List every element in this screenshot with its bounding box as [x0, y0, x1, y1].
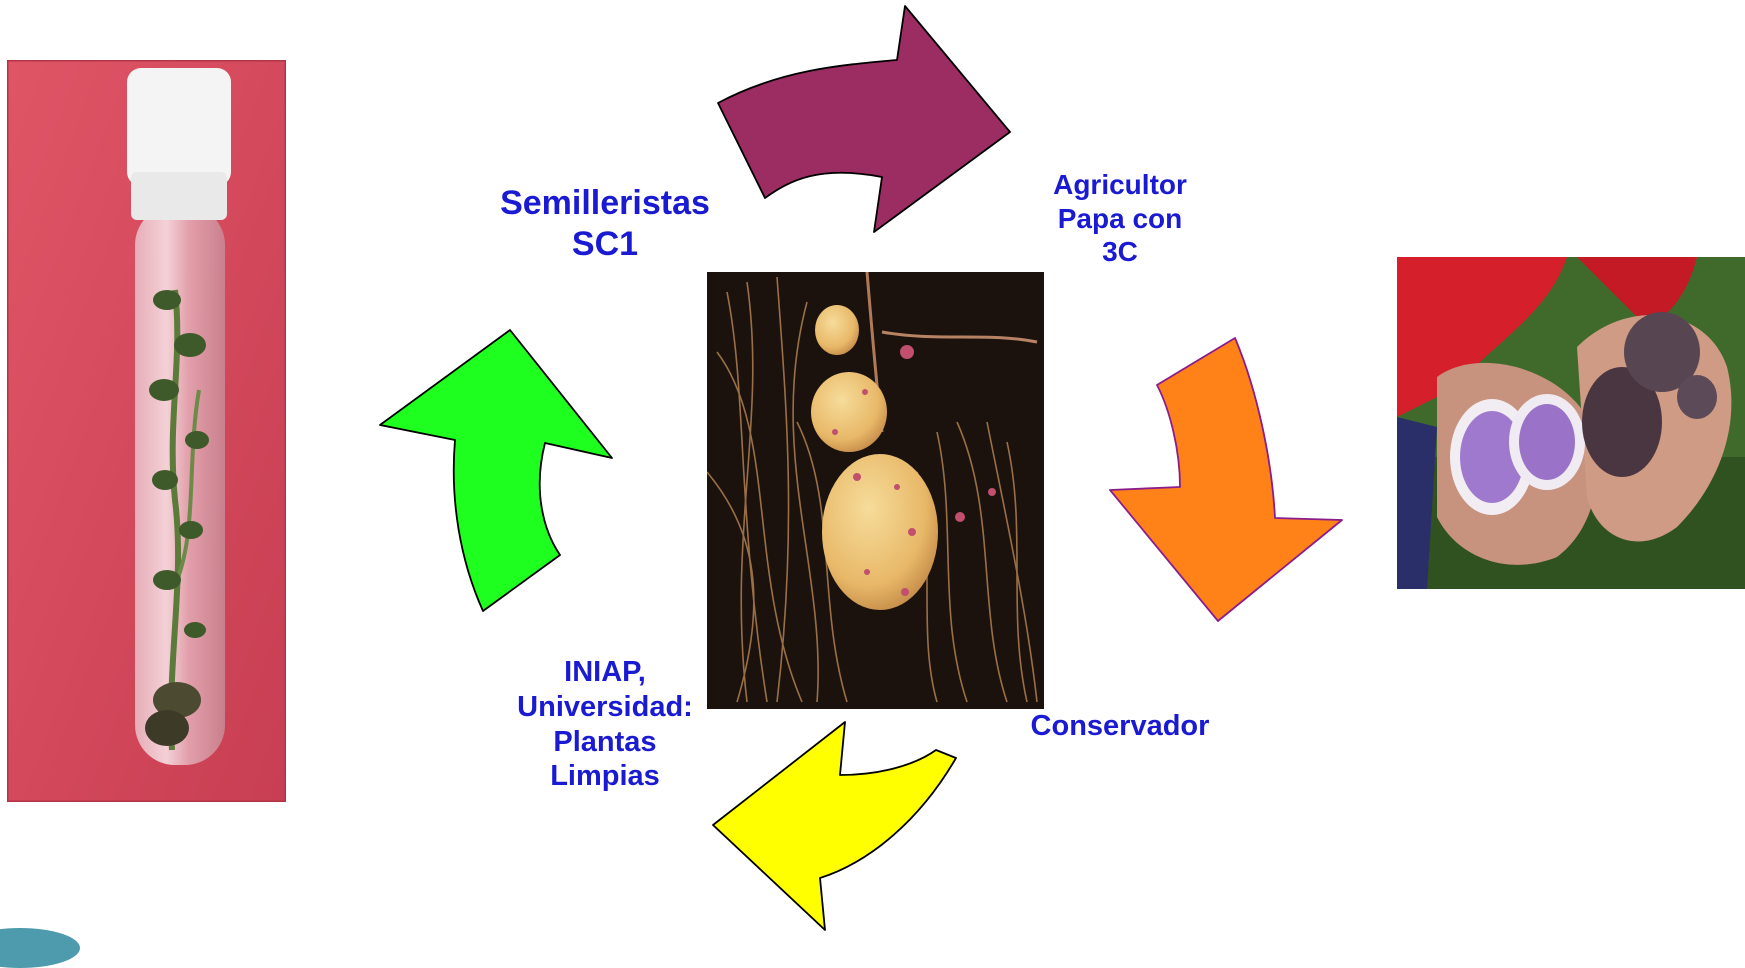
cycle-arrows [0, 0, 1745, 946]
label-iniap: INIAP, Universidad: Plantas Limpias [490, 655, 720, 794]
label-semilleristas: Semilleristas SC1 [480, 183, 730, 265]
label-semilleristas-line-1: Semilleristas [480, 183, 730, 224]
label-iniap-line-2: Universidad: [490, 690, 720, 725]
label-agricultor: Agricultor Papa con 3C [1030, 168, 1210, 269]
label-semilleristas-line-2: SC1 [480, 224, 730, 265]
label-agricultor-line-3: 3C [1030, 235, 1210, 269]
label-agricultor-line-2: Papa con [1030, 202, 1210, 236]
label-conservador-line-1: Conservador [1010, 709, 1230, 744]
green-arrow [380, 330, 612, 611]
label-iniap-line-4: Limpias [490, 759, 720, 794]
yellow-arrow [713, 722, 956, 930]
label-conservador: Conservador [1010, 709, 1230, 744]
label-iniap-line-3: Plantas [490, 725, 720, 760]
orange-arrow [1110, 338, 1342, 621]
purple-arrow [718, 6, 1010, 232]
label-iniap-line-1: INIAP, [490, 655, 720, 690]
label-agricultor-line-1: Agricultor [1030, 168, 1210, 202]
